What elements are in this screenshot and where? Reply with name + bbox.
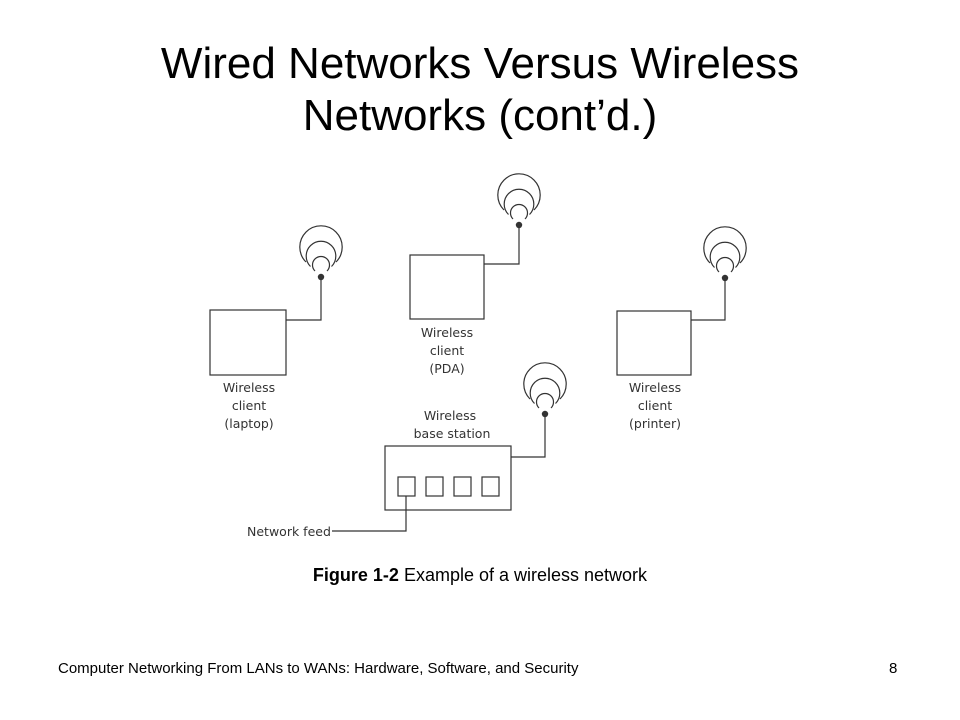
footer-page-number: 8 [889, 660, 898, 677]
wireless-antenna-icon [299, 225, 343, 281]
wireless-antenna-icon [523, 362, 567, 418]
pda-antenna-wire [484, 225, 520, 265]
printer-label-line-2: client [638, 398, 672, 413]
figure-caption-text: Example of a wireless network [398, 565, 648, 585]
printer-label-line-1: Wireless [629, 380, 681, 395]
slide-title: Wired Networks Versus Wireless Networks … [0, 38, 960, 142]
wireless-antenna-icon [703, 226, 747, 282]
figure-caption: Figure 1-2 Example of a wireless network [0, 565, 960, 586]
base-station-port [481, 476, 500, 497]
laptop-label-line-1: Wireless [223, 380, 275, 395]
pda-label-line-3: (PDA) [429, 361, 464, 376]
base-station-antenna-wire [511, 414, 546, 458]
pda-label-line-1: Wireless [421, 325, 473, 340]
base-station-port [397, 476, 416, 497]
base-station-label-line-2: base station [414, 426, 491, 441]
base-station-port [453, 476, 472, 497]
laptop-label-line-2: client [232, 398, 266, 413]
network-feed-label: Network feed [247, 524, 331, 539]
wireless-antenna-icon [497, 173, 541, 229]
base-station-port [425, 476, 444, 497]
network-feed-cable [332, 496, 407, 532]
figure-label: Figure 1-2 [312, 565, 399, 585]
laptop-antenna-wire [286, 277, 322, 321]
base-station: Wireless base station Network feed [247, 362, 567, 539]
pda-client: Wireless client (PDA) [409, 173, 541, 376]
laptop-box [209, 309, 287, 376]
base-station-label-line-1: Wireless [424, 408, 476, 423]
slide-title-line-1: Wired Networks Versus Wireless [160, 39, 800, 88]
laptop-label-line-3: (laptop) [224, 416, 273, 431]
printer-box [616, 310, 692, 376]
pda-label-line-2: client [430, 343, 464, 358]
slide-title-line-2: Networks (cont’d.) [302, 91, 658, 140]
printer-label-line-3: (printer) [629, 416, 681, 431]
footer-book-title: Computer Networking From LANs to WANs: H… [58, 660, 579, 677]
printer-client: Wireless client (printer) [616, 226, 747, 431]
pda-box [409, 254, 485, 320]
printer-antenna-wire [691, 278, 726, 321]
laptop-client: Wireless client (laptop) [209, 225, 343, 431]
